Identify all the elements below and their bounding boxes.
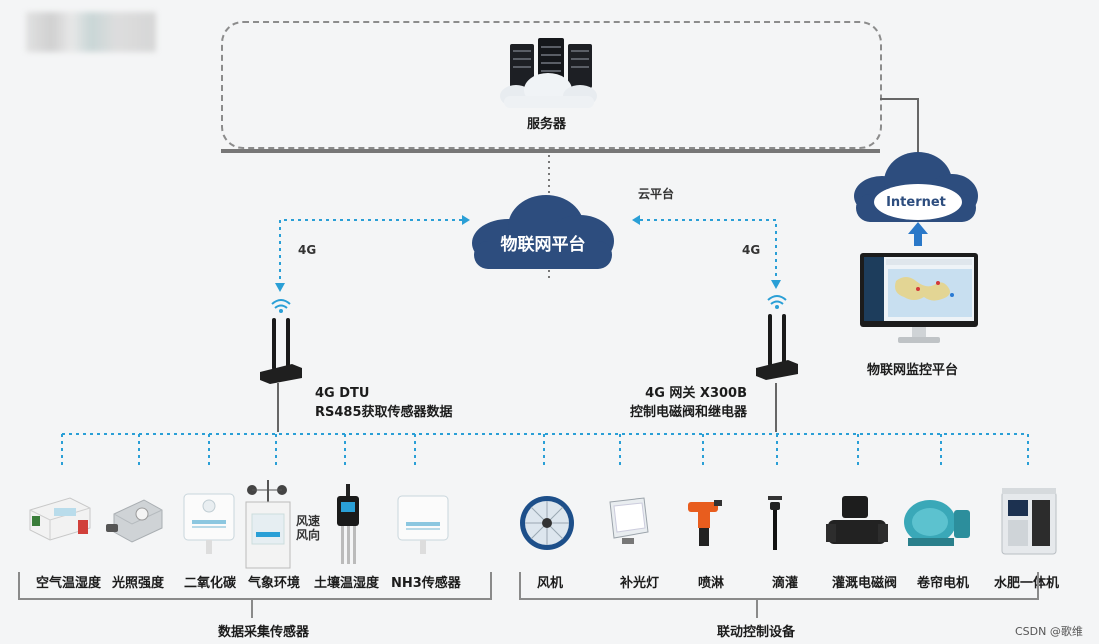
- grow-light-icon: [609, 497, 649, 544]
- sensor-group-label: 数据采集传感器: [218, 625, 310, 640]
- control-label-sprinkler: 喷淋: [698, 576, 725, 591]
- control-label-fertigation: 水肥一体机: [994, 576, 1060, 591]
- sprinkler-icon: [688, 500, 722, 546]
- iot-platform-cloud-icon: [472, 195, 614, 269]
- server-baseline: [221, 149, 880, 153]
- wind-direction-label: 风向: [296, 528, 321, 542]
- co2-sensor-icon: [183, 493, 235, 554]
- sensor-label-soil: 土壤温湿度: [314, 576, 380, 591]
- sensor-label-air: 空气温湿度: [36, 576, 102, 591]
- server-label: 服务器: [527, 117, 567, 132]
- nh3-sensor-icon: [397, 495, 449, 554]
- internet-label: Internet: [886, 195, 946, 210]
- gateway-line-1: 4G 网关 X300B: [645, 386, 747, 401]
- control-label-fan: 风机: [537, 576, 564, 591]
- fan-icon: [520, 496, 574, 550]
- control-label-light: 补光灯: [620, 576, 660, 591]
- blurred-logo: [26, 12, 156, 52]
- sensor-label-weather: 气象环境: [248, 576, 301, 591]
- temp-humidity-sensor-icon: [29, 497, 91, 541]
- sensor-label-nh3: NH3传感器: [391, 576, 461, 591]
- weather-extra-label: 风速 风向: [296, 514, 320, 542]
- sensor-group-bracket: [18, 572, 492, 600]
- curtain-motor-icon: [904, 500, 970, 546]
- credit-watermark: CSDN @歌维: [1015, 625, 1083, 638]
- control-label-drip: 滴灌: [772, 576, 799, 591]
- light-sensor-icon: [106, 499, 163, 543]
- control-group-label: 联动控制设备: [717, 625, 796, 640]
- solenoid-valve-icon: [826, 496, 888, 544]
- cloud-platform-label: 云平台: [638, 187, 675, 201]
- iot-platform-label: 物联网平台: [500, 235, 586, 255]
- monitor-label: 物联网监控平台: [867, 363, 959, 378]
- sensor-label-co2: 二氧化碳: [184, 576, 237, 591]
- gateway-label: 4G 网关 X300B 控制电磁阀和继电器: [620, 384, 747, 422]
- dtu-label: 4G DTU RS485获取传感器数据: [315, 384, 453, 422]
- gateway-line-2: 控制电磁阀和继电器: [629, 405, 747, 420]
- dtu-line-2: RS485获取传感器数据: [315, 405, 453, 420]
- fertigation-machine-icon: [1001, 488, 1057, 555]
- dtu-router-icon: [260, 299, 302, 384]
- control-label-valve: 灌溉电磁阀: [832, 576, 898, 591]
- monitor-icon: [860, 253, 978, 343]
- right-4g-label: 4G: [742, 243, 761, 257]
- drip-irrigation-icon: [768, 496, 782, 550]
- soil-sensor-icon: [337, 484, 359, 564]
- internet-cloud-icon: [854, 152, 978, 222]
- server-container: [221, 21, 882, 149]
- left-4g-label: 4G: [298, 243, 317, 257]
- control-group-bracket: [519, 572, 1039, 600]
- gateway-router-icon: [756, 295, 798, 380]
- wind-speed-label: 风速: [296, 514, 321, 528]
- weather-station-icon: [245, 480, 291, 569]
- dtu-line-1: 4G DTU: [315, 386, 370, 401]
- sensor-label-light: 光照强度: [112, 576, 165, 591]
- server-icon: [500, 38, 597, 108]
- control-label-curtain: 卷帘电机: [917, 576, 970, 591]
